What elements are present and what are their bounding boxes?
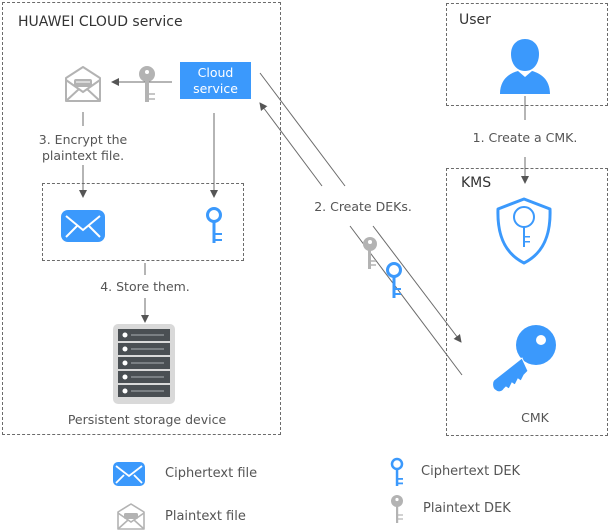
legend-plaintext-file-label: Plaintext file (165, 509, 246, 524)
user-group (446, 3, 608, 106)
arrow-step2-request (259, 72, 462, 343)
legend-ciphertext-dek-icon (390, 457, 404, 486)
step2-plaintext-dek-icon (363, 237, 377, 269)
cmk-label: CMK (521, 410, 549, 425)
kms-shield-icon (496, 197, 552, 265)
step2-label: 2. Create DEKs. (314, 199, 412, 214)
step3-label-line1: 3. Encrypt the (38, 132, 128, 147)
step3-label: 3. Encrypt the plaintext file. (34, 132, 132, 164)
cloud-service-group-title: HUAWEI CLOUD service (18, 14, 183, 30)
ciphertext-file-icon (61, 210, 105, 242)
step3-label-line2: plaintext file. (41, 148, 125, 163)
ciphertext-dek-icon (206, 207, 222, 243)
user-group-title: User (459, 12, 491, 28)
encrypted-output-box (42, 183, 244, 261)
legend-plaintext-dek-icon (391, 495, 403, 523)
cloud-service-group (2, 2, 281, 435)
kms-group (446, 168, 608, 436)
cloud-service-label-line1: Cloud (197, 64, 234, 80)
arrow-step2-response (259, 102, 463, 376)
user-avatar-icon (500, 39, 550, 94)
step4-label: 4. Store them. (100, 279, 190, 294)
plaintext-file-icon (65, 66, 101, 102)
storage-label: Persistent storage device (67, 412, 227, 427)
kms-group-title: KMS (461, 175, 492, 191)
legend-ciphertext-file-label: Ciphertext file (165, 466, 258, 481)
cmk-key-icon (492, 325, 556, 393)
legend-ciphertext-file-icon (113, 462, 145, 486)
cloud-service-node: Cloud service (180, 62, 251, 99)
legend-plaintext-dek-label: Plaintext DEK (423, 501, 511, 516)
legend-ciphertext-dek-label: Ciphertext DEK (421, 464, 521, 479)
legend-plaintext-file-icon (117, 503, 145, 530)
cloud-service-label-line2: service (193, 80, 238, 96)
persistent-storage-icon (113, 324, 175, 404)
step1-label: 1. Create a CMK. (472, 130, 578, 145)
step2-ciphertext-dek-icon (386, 262, 402, 298)
plaintext-dek-icon (139, 66, 155, 102)
